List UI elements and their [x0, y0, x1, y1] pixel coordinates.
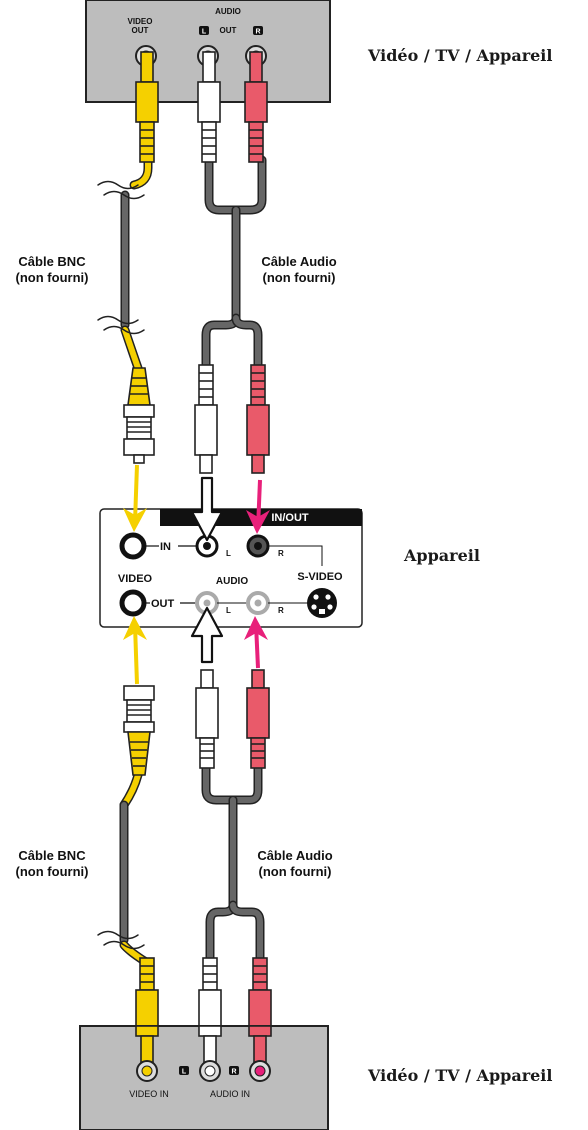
- top-device-label: Vidéo / TV / Appareil: [368, 46, 553, 65]
- in-out-header: IN/OUT: [271, 512, 309, 524]
- svideo-icon: [307, 588, 337, 618]
- arrow-down-icon: [246, 510, 270, 534]
- right-badge-bottom: [229, 1066, 239, 1075]
- out-label: OUT: [151, 598, 175, 610]
- left-badge-bottom-text: L: [182, 1069, 187, 1076]
- right-badge-bottom-text: R: [231, 1069, 236, 1076]
- arrow-up-icon: [123, 616, 147, 640]
- audio-cable-top-line2: (non fourni): [262, 270, 336, 285]
- left-badge-bottom: [179, 1066, 189, 1075]
- middle-bottom-plugs: [195, 669, 270, 769]
- bnc-cable-top-label: Câble BNC (non fourni): [2, 254, 102, 286]
- video-out-label-2: OUT: [132, 26, 149, 35]
- audio-out-label-2: OUT: [220, 26, 237, 35]
- left-badge-text: L: [202, 29, 207, 36]
- video-out-label: VIDEO: [128, 17, 153, 26]
- right-badge-text: R: [255, 29, 260, 36]
- audio-cable-top-line1: Câble Audio: [261, 254, 337, 269]
- audio-out-label: AUDIO: [215, 7, 241, 16]
- bnc-cable-top-line2: (non fourni): [15, 270, 89, 285]
- top-bnc-connector: [123, 367, 155, 464]
- audio-cable-top-label: Câble Audio (non fourni): [244, 254, 354, 286]
- audio-cable-bottom-line1: Câble Audio: [257, 848, 333, 863]
- left-badge: [199, 26, 209, 35]
- middle-device-label: Appareil: [404, 546, 480, 565]
- arrow-down-icon: [190, 476, 224, 542]
- bnc-cable-top-line1: Câble BNC: [18, 254, 86, 269]
- video-label: VIDEO: [118, 573, 153, 585]
- in-l-label: L: [226, 549, 231, 558]
- arrow-up-icon: [190, 606, 224, 664]
- bnc-cable-bottom-line2: (non fourni): [15, 864, 89, 879]
- audio-cable-bottom-label: Câble Audio (non fourni): [240, 848, 350, 880]
- bnc-cable-bottom-label: Câble BNC (non fourni): [2, 848, 102, 880]
- video-in-label: VIDEO IN: [129, 1089, 169, 1099]
- middle-top-plugs: [194, 364, 270, 474]
- middle-device-panel: IN/OUT IN L R VIDEO AUDIO S-VIDEO OUT L …: [99, 508, 363, 628]
- svideo-label: S-VIDEO: [297, 571, 343, 583]
- signal-arrows: [123, 464, 270, 685]
- out-r-label: R: [278, 606, 284, 615]
- out-l-label: L: [226, 606, 231, 615]
- right-badge: [253, 26, 263, 35]
- bottom-cables: [97, 755, 265, 967]
- video-in-jack: [119, 532, 147, 560]
- bottom-bnc-connector: [123, 685, 155, 776]
- arrow-down-icon: [123, 508, 147, 532]
- video-out-jack-mid: [119, 589, 147, 617]
- audio-label: AUDIO: [216, 576, 248, 587]
- in-r-label: R: [278, 549, 284, 558]
- top-cables: [97, 155, 267, 373]
- bnc-cable-bottom-line1: Câble BNC: [18, 848, 86, 863]
- arrow-up-icon: [244, 616, 268, 640]
- audio-in-label: AUDIO IN: [210, 1089, 250, 1099]
- top-plugs: [135, 51, 268, 163]
- bottom-device-panel: L R VIDEO IN AUDIO IN: [79, 1025, 329, 1130]
- audio-cable-bottom-line2: (non fourni): [258, 864, 332, 879]
- bottom-device-label: Vidéo / TV / Appareil: [368, 1066, 553, 1085]
- in-label: IN: [160, 541, 171, 553]
